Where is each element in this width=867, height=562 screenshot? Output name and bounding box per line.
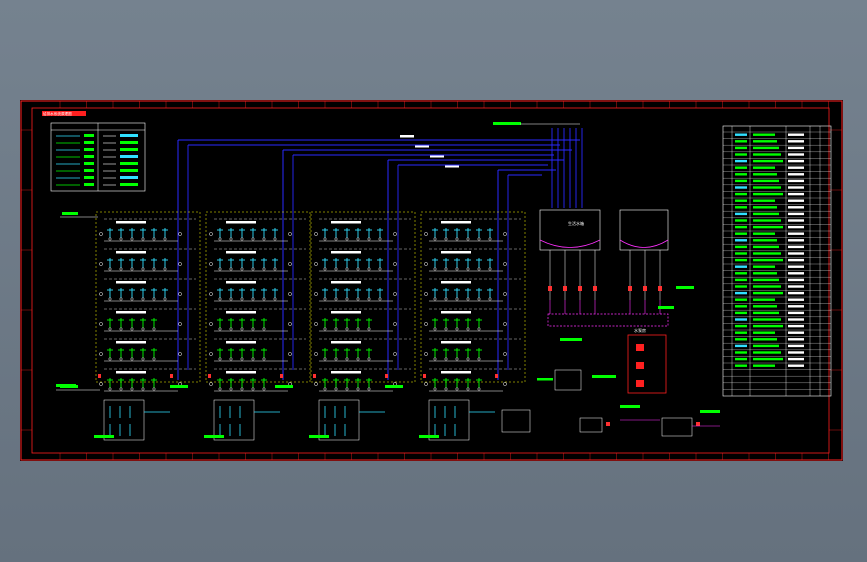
tank-label: 生活水箱 [568,220,584,226]
water-tank-room: 生活水箱 [539,209,694,341]
riser-block [60,211,201,441]
title-stamp [42,111,86,116]
title-text: 给排水系统原理图 [43,111,72,116]
pump-equipment: 水泵房 [627,327,667,394]
inner-frame [31,107,830,454]
frame-ticks [21,101,842,460]
riser-block [275,211,416,441]
legend-box [50,122,146,192]
riser-block [385,211,526,441]
tank-detail [554,369,582,391]
plumbing-schematic: 给排水系统原理图 [20,100,843,461]
drawing-sheet[interactable]: 给排水系统原理图 [20,100,843,461]
pump-room-label: 水泵房 [634,327,646,333]
riser-block [170,211,311,441]
valve-detail [661,417,693,437]
outer-frame [20,100,843,461]
meter-detail [579,417,603,433]
riser-blocks [56,211,526,441]
bottom-details [501,369,720,437]
well-detail [501,409,531,433]
material-table [722,125,832,397]
supply-pipes [177,122,583,380]
